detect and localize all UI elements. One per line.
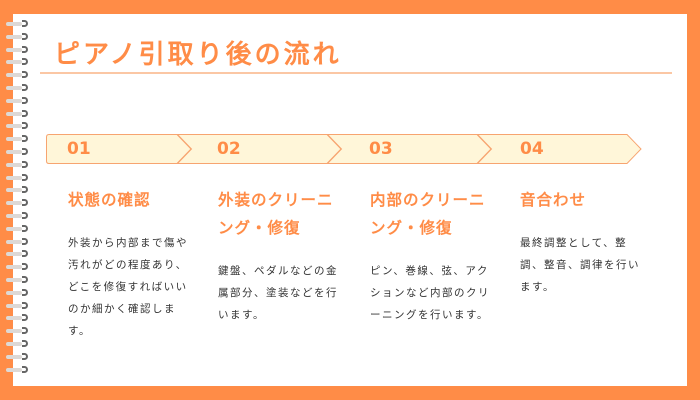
spiral-ring-icon [6,352,30,361]
step-number: 01 [67,139,91,159]
step-detail-3: 内部のクリーニング・修復 ピン、巻線、弦、アクションなど内部のクリーニングを行い… [370,186,498,326]
step-chevron-4: 04 [477,134,642,164]
spiral-ring-icon [6,122,30,130]
step-chevron-3: 03 [327,134,492,164]
spiral-ring-icon [6,224,30,233]
step-chevron-1: 01 [46,134,192,164]
step-title: 音合わせ [520,191,587,209]
spiral-binding [6,20,30,382]
spiral-ring-icon [6,84,30,92]
spiral-ring-icon [6,250,30,258]
step-number: 04 [520,139,544,159]
step-number: 03 [369,139,393,159]
spiral-ring-icon [6,71,30,79]
spiral-ring-icon [6,365,30,374]
spiral-ring-icon [6,212,30,220]
spiral-ring-icon [6,276,30,284]
spiral-ring-icon [6,314,30,322]
process-steps-bar: 01 02 03 04 [46,134,646,164]
spiral-ring-icon [6,135,30,143]
spiral-ring-icon [6,199,30,207]
spiral-ring-icon [6,288,30,297]
step-chevron-2: 02 [177,134,342,164]
step-detail-4: 音合わせ 最終調整として、整調、整音、調律を行います。 [520,186,648,298]
spiral-ring-icon [6,186,30,194]
spiral-ring-icon [6,32,30,41]
step-number: 02 [217,139,241,159]
spiral-ring-icon [6,109,30,118]
step-description: 外装から内部まで傷や汚れがどの程度あり、どこを修復すればいいのか細かく確認します… [68,237,188,337]
spiral-ring-icon [6,301,30,310]
step-detail-2: 外装のクリーニング・修復 鍵盤、ペダルなどの金属部分、塗装などを行います。 [218,186,346,326]
spiral-ring-icon [6,327,30,335]
step-detail-1: 状態の確認 外装から内部まで傷や汚れがどの程度あり、どこを修復すればいいのか細か… [68,186,196,342]
spiral-ring-icon [6,58,30,66]
step-description: 最終調整として、整調、整音、調律を行います。 [520,237,640,293]
spiral-ring-icon [6,263,30,271]
spiral-ring-icon [6,340,30,348]
spiral-ring-icon [6,173,30,182]
spiral-ring-icon [6,160,30,169]
step-description: ピン、巻線、弦、アクションなど内部のクリーニングを行います。 [370,265,490,321]
spiral-ring-icon [6,96,30,105]
spiral-ring-icon [6,148,30,156]
step-title: 内部のクリーニング・修復 [370,191,486,237]
notebook-page [13,14,687,386]
page-title: ピアノ引取り後の流れ [54,40,342,70]
spiral-ring-icon [6,20,30,28]
title-underline [40,72,672,74]
spiral-ring-icon [6,237,30,246]
step-description: 鍵盤、ペダルなどの金属部分、塗装などを行います。 [218,265,338,321]
spiral-ring-icon [6,45,30,54]
step-title: 外装のクリーニング・修復 [218,191,334,237]
step-title: 状態の確認 [68,191,151,209]
